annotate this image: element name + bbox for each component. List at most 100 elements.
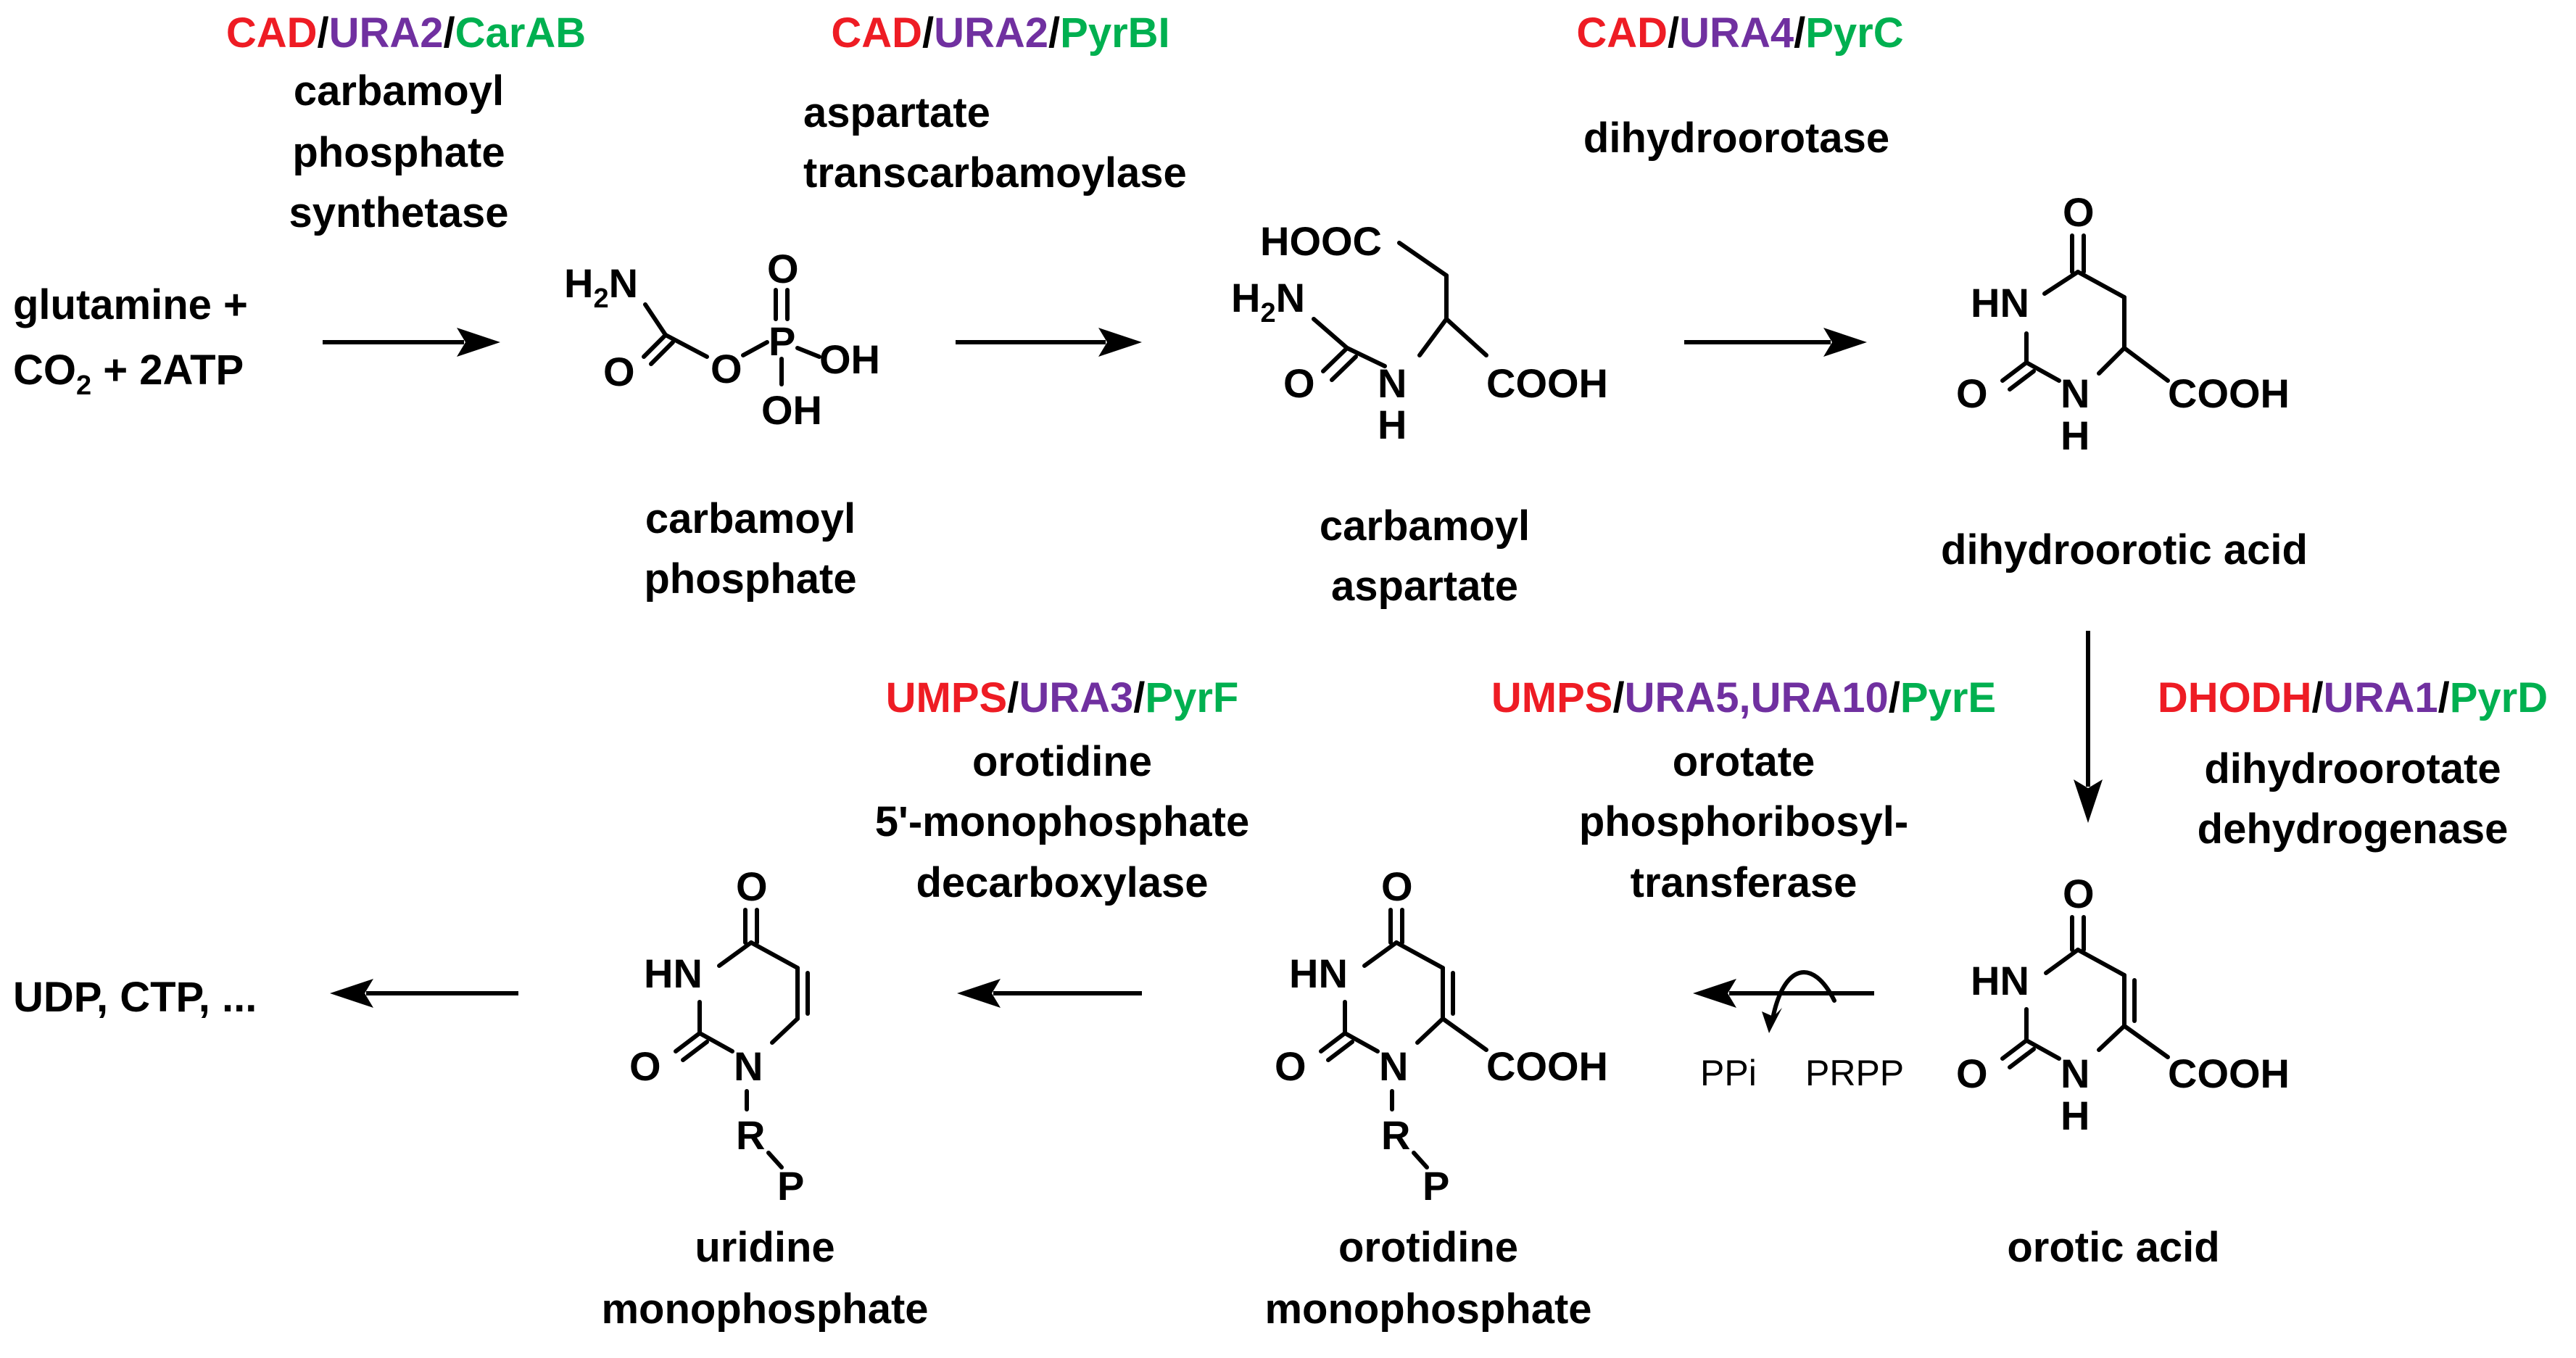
carbamoyl-phosphate-label-line1: carbamoyl <box>645 495 856 542</box>
step6-enzyme-line1: orotidine <box>972 738 1152 785</box>
svg-text:N: N <box>1379 1043 1408 1089</box>
orotic-acid-label: orotic acid <box>2007 1224 2219 1271</box>
svg-text:O: O <box>1381 864 1413 909</box>
arrow-step5 <box>1693 979 1874 1008</box>
svg-text:H: H <box>2061 413 2090 458</box>
step4-human-gene: DHODH <box>2158 674 2312 721</box>
carbamoyl-aspartate-label-line2: aspartate <box>1331 563 1518 610</box>
dihydroorotic-acid-structure: O HN O N H COOH <box>1956 189 2290 458</box>
substrates-line2: CO2 + 2ATP <box>13 347 244 401</box>
ppi-label: PPi <box>1700 1053 1757 1093</box>
svg-text:HN: HN <box>1289 951 1348 996</box>
svg-text:O: O <box>1956 1051 1988 1096</box>
dihydroorotic-acid-label: dihydroorotic acid <box>1941 526 2308 574</box>
svg-text:O: O <box>1283 360 1315 406</box>
step2-enzyme-line2: transcarbamoylase <box>803 149 1187 196</box>
step2-genes: CAD/URA2/PyrBI <box>831 9 1169 57</box>
carbamoyl-aspartate-structure: HOOC H2N O N H COOH <box>1231 218 1608 447</box>
svg-text:N: N <box>2061 1051 2090 1096</box>
step6-enzyme-line3: decarboxylase <box>916 859 1208 906</box>
substrates-line1: glutamine + <box>13 281 248 328</box>
step1-genes: CAD/URA2/CarAB <box>226 9 586 57</box>
step4-yeast-gene: URA1 <box>2324 674 2438 721</box>
step5-human-gene: UMPS <box>1491 674 1613 721</box>
step4-bacteria-gene: PyrD <box>2450 674 2548 721</box>
step2-yeast-gene: URA2 <box>934 9 1048 57</box>
step1-bacteria-gene: CarAB <box>455 9 587 57</box>
svg-text:COOH: COOH <box>2168 1051 2290 1096</box>
svg-text:N: N <box>1378 360 1407 406</box>
orotidine-monophosphate-label-line1: orotidine <box>1338 1224 1518 1271</box>
carbamoyl-phosphate-label-line2: phosphate <box>644 555 856 603</box>
svg-text:O: O <box>711 346 742 392</box>
step2-human-gene: CAD <box>831 9 922 57</box>
svg-text:N: N <box>734 1043 763 1089</box>
uridine-monophosphate-label-line2: monophosphate <box>601 1285 928 1333</box>
svg-text:OH: OH <box>761 387 822 433</box>
arrow-step2 <box>956 328 1142 357</box>
step2-bacteria-gene: PyrBI <box>1060 9 1170 57</box>
arrow-products <box>330 979 518 1008</box>
step5-enzyme-line3: transferase <box>1631 859 1858 906</box>
orotic-acid-structure: O HN O N H COOH <box>1956 871 2290 1138</box>
svg-text:COOH: COOH <box>2168 370 2290 416</box>
svg-text:H: H <box>2061 1093 2090 1138</box>
step4-enzyme-line2: dehydrogenase <box>2198 806 2509 853</box>
svg-text:HN: HN <box>1971 280 2029 326</box>
step3-enzyme-line1: dihydroorotase <box>1583 115 1889 162</box>
svg-text:P: P <box>769 318 795 364</box>
svg-text:H2N: H2N <box>1231 275 1305 328</box>
step1-enzyme-line1: carbamoyl <box>294 67 504 115</box>
step5-yeast-gene: URA5,URA10 <box>1625 674 1889 721</box>
svg-text:R: R <box>1381 1112 1410 1158</box>
orotidine-monophosphate-structure: O HN O N COOH R P <box>1275 864 1608 1209</box>
step2-enzyme-line1: aspartate <box>803 89 990 136</box>
orotidine-monophosphate-label-line2: monophosphate <box>1264 1285 1591 1333</box>
step5-enzyme-line2: phosphoribosyl- <box>1579 798 1908 845</box>
step5-enzyme-line1: orotate <box>1673 738 1815 785</box>
step6-bacteria-gene: PyrF <box>1145 674 1238 721</box>
step3-yeast-gene: URA4 <box>1679 9 1794 57</box>
svg-text:H2N: H2N <box>564 260 638 314</box>
svg-text:O: O <box>1956 370 1988 416</box>
step1-yeast-gene: URA2 <box>329 9 444 57</box>
svg-text:P: P <box>1422 1163 1449 1209</box>
step3-bacteria-gene: PyrC <box>1805 9 1903 57</box>
step1-enzyme-line3: synthetase <box>289 189 508 236</box>
svg-text:O: O <box>603 349 635 394</box>
svg-text:P: P <box>777 1163 804 1209</box>
step5-genes: UMPS/URA5,URA10/PyrE <box>1491 674 1996 721</box>
svg-text:HN: HN <box>644 951 703 996</box>
step1-enzyme-line2: phosphate <box>292 129 505 176</box>
carbamoyl-aspartate-label-line1: carbamoyl <box>1320 502 1530 550</box>
step4-genes: DHODH/URA1/PyrD <box>2158 674 2548 721</box>
svg-text:N: N <box>2061 370 2090 416</box>
arrow-step3 <box>1684 328 1867 357</box>
step6-enzyme-line2: 5'-monophosphate <box>875 798 1249 845</box>
svg-text:COOH: COOH <box>1486 360 1608 406</box>
products-label: UDP, CTP, ... <box>13 974 257 1021</box>
step5-bacteria-gene: PyrE <box>1900 674 1996 721</box>
uridine-monophosphate-structure: O HN O N R P <box>629 864 810 1209</box>
step3-human-gene: CAD <box>1576 9 1668 57</box>
svg-text:H: H <box>1378 402 1407 447</box>
carbamoyl-phosphate-structure: H2N O O P O OH OH <box>564 246 880 433</box>
step6-human-gene: UMPS <box>886 674 1008 721</box>
arrow-step6 <box>957 979 1142 1008</box>
svg-text:O: O <box>736 864 768 909</box>
prpp-label: PRPP <box>1805 1053 1904 1093</box>
svg-text:O: O <box>1275 1043 1306 1089</box>
arrow-step5-cofactor-curve <box>1762 970 1836 1033</box>
svg-text:R: R <box>736 1112 765 1158</box>
arrow-step1 <box>323 328 500 357</box>
arrow-step4 <box>2074 631 2103 823</box>
svg-text:HN: HN <box>1971 958 2029 1003</box>
svg-text:O: O <box>767 246 799 291</box>
svg-text:OH: OH <box>819 336 880 382</box>
step3-genes: CAD/URA4/PyrC <box>1576 9 1903 57</box>
svg-text:O: O <box>629 1043 661 1089</box>
uridine-monophosphate-label-line1: uridine <box>695 1224 834 1271</box>
svg-text:O: O <box>2063 871 2095 916</box>
step6-genes: UMPS/URA3/PyrF <box>886 674 1239 721</box>
